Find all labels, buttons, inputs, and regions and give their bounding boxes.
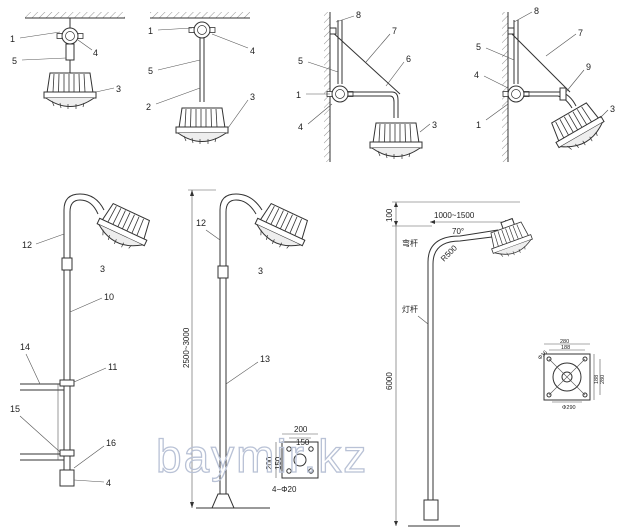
wall-hatch: [502, 12, 508, 162]
ceiling-hatch: [150, 12, 250, 18]
label-4: 4: [93, 48, 98, 58]
label-8: 8: [356, 10, 361, 20]
lamp-head-icon: [486, 219, 536, 263]
label-9: 9: [586, 62, 591, 72]
plate-dim-d: 280: [600, 375, 606, 384]
label-3: 3: [258, 266, 263, 276]
pole-arm: [63, 193, 105, 470]
coupling: [65, 43, 75, 61]
wall-hatch: [324, 12, 330, 162]
flange-plate-detail: 280 188 188 280 Φ16 Φ290: [537, 339, 606, 411]
plate-dim-b: 188: [561, 345, 570, 351]
label-3: 3: [100, 264, 105, 274]
reach-dimension: 1000~1500: [434, 211, 475, 220]
lamp-head-icon: [92, 200, 156, 257]
label-7: 7: [392, 26, 397, 36]
label-12: 12: [22, 240, 32, 250]
base-height-outer: 200: [265, 456, 274, 470]
pole-base: [211, 493, 235, 509]
label-5: 5: [148, 66, 153, 76]
plate-dim-c: 188: [594, 375, 600, 384]
ceiling-hatch: [25, 12, 125, 18]
lamp-head-icon: [250, 200, 314, 257]
junction-box-icon: [188, 21, 216, 39]
watermark: baymir.kz: [156, 430, 368, 482]
junction-box-icon: [56, 27, 84, 45]
pole-label: 灯杆: [402, 304, 418, 314]
fig3-wall-bracket-mount: 8 7 5 6 1 4 3: [296, 10, 437, 162]
label-4: 4: [106, 478, 111, 488]
label-2: 2: [146, 102, 151, 112]
bracket-arm: [524, 91, 577, 107]
fig7-street-pole-mount: 100 6000 1000~1500 70° R500 弯杆 灯杆: [385, 201, 606, 527]
label-10: 10: [104, 292, 114, 302]
label-5: 5: [298, 56, 303, 66]
top-dimension: 100: [385, 208, 394, 222]
label-13: 13: [260, 354, 270, 364]
label-8: 8: [534, 6, 539, 16]
label-7: 7: [578, 28, 583, 38]
label-11: 11: [108, 362, 117, 372]
label-6: 6: [406, 54, 411, 64]
label-4: 4: [250, 46, 255, 56]
label-5: 5: [476, 42, 481, 52]
lamp-head-icon: [43, 72, 97, 110]
pole-base: [423, 499, 439, 521]
support-rod: [507, 29, 571, 93]
label-3: 3: [116, 84, 121, 94]
lamp-head-icon: [175, 107, 229, 145]
label-4: 4: [298, 122, 303, 132]
plate-dim-f: Φ290: [562, 405, 576, 411]
base-width-inner: 150: [296, 438, 310, 447]
label-1: 1: [10, 34, 15, 44]
fig4-wall-bracket-clamp-mount: 8 7 5 4 9 1 3: [474, 6, 615, 162]
fig5-railing-pole-mount: 12 3 10 14 11 15 16 4: [10, 193, 156, 488]
lamp-head-icon: [545, 99, 611, 158]
height-label: 2500~3000: [182, 327, 191, 368]
clamp: [59, 379, 75, 387]
pole-height-dimension: 6000: [385, 372, 394, 390]
base-width-outer: 200: [294, 425, 308, 434]
fig6-floor-pole-mount: 2500~3000 12 3 13 200 150 200 150 4−Φ20: [182, 189, 319, 509]
label-3: 3: [432, 120, 437, 130]
lamp-head-icon: [369, 122, 423, 160]
label-3: 3: [250, 92, 255, 102]
fig1-ceiling-direct-mount: 1 4 5 3: [10, 12, 125, 110]
label-4: 4: [474, 70, 479, 80]
label-5: 5: [12, 56, 17, 66]
label-16: 16: [106, 438, 116, 448]
arm-radius: R500: [439, 243, 459, 263]
arm-angle: 70°: [452, 227, 464, 236]
support-rod: [329, 29, 401, 95]
label-1: 1: [476, 120, 481, 130]
label-1: 1: [296, 90, 301, 100]
base-height-inner: 150: [274, 456, 283, 470]
base-holes: 4−Φ20: [272, 485, 297, 494]
label-1: 1: [148, 26, 153, 36]
label-12: 12: [196, 218, 206, 228]
base-box: [59, 469, 75, 487]
label-15: 15: [10, 404, 20, 414]
label-3: 3: [610, 104, 615, 114]
junction-box-icon: [326, 85, 354, 103]
pole-arm: [219, 193, 263, 498]
street-pole: [427, 229, 499, 520]
plate-dim-a: 280: [560, 339, 569, 345]
base-plate-detail: 200 150 200 150 4−Φ20: [265, 425, 319, 494]
plate-dim-e: Φ16: [537, 350, 549, 362]
clamp: [59, 449, 75, 457]
fig2-ceiling-pendant-mount: 1 4 5 2 3: [146, 12, 255, 145]
label-14: 14: [20, 342, 30, 352]
bracket-arm: [348, 91, 399, 118]
arm-label: 弯杆: [402, 238, 418, 248]
